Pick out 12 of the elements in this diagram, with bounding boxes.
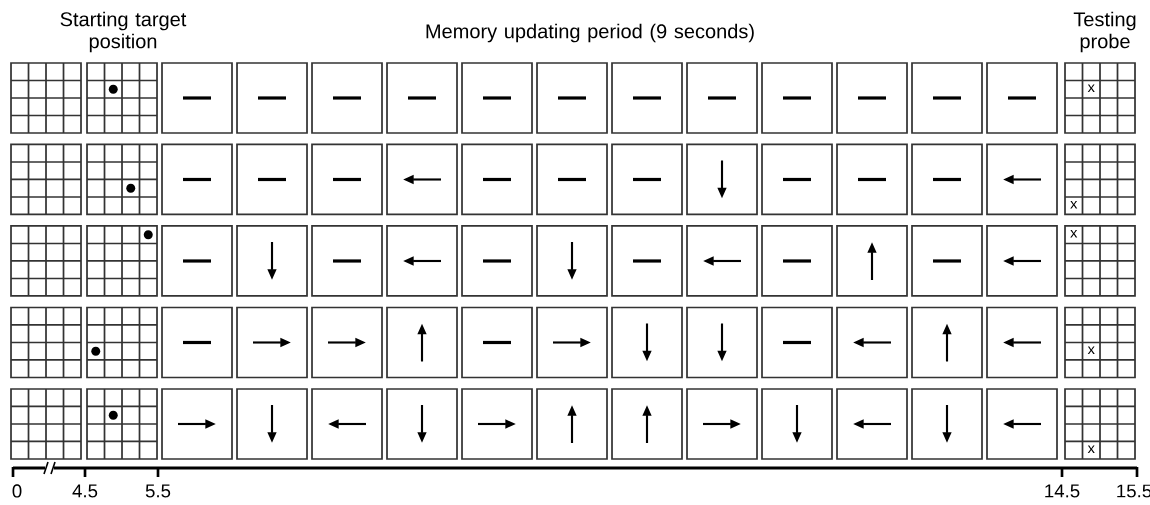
heading: Testing probe [1073, 11, 1136, 53]
heading: Starting target position [60, 11, 187, 53]
heading: Memory updating period (9 seconds) [426, 23, 754, 43]
probe-mark: x [1070, 229, 1078, 238]
tick-label: 5.5 [145, 484, 171, 498]
tick-label: 0 [12, 484, 22, 498]
probe-mark: x [1087, 346, 1095, 355]
probe-mark: x [1070, 200, 1078, 209]
tick-label: 14.5 [1045, 484, 1080, 498]
tick-label: 4.5 [72, 484, 98, 498]
probe-mark: x [1087, 445, 1095, 454]
probe-mark: x [1087, 84, 1095, 93]
